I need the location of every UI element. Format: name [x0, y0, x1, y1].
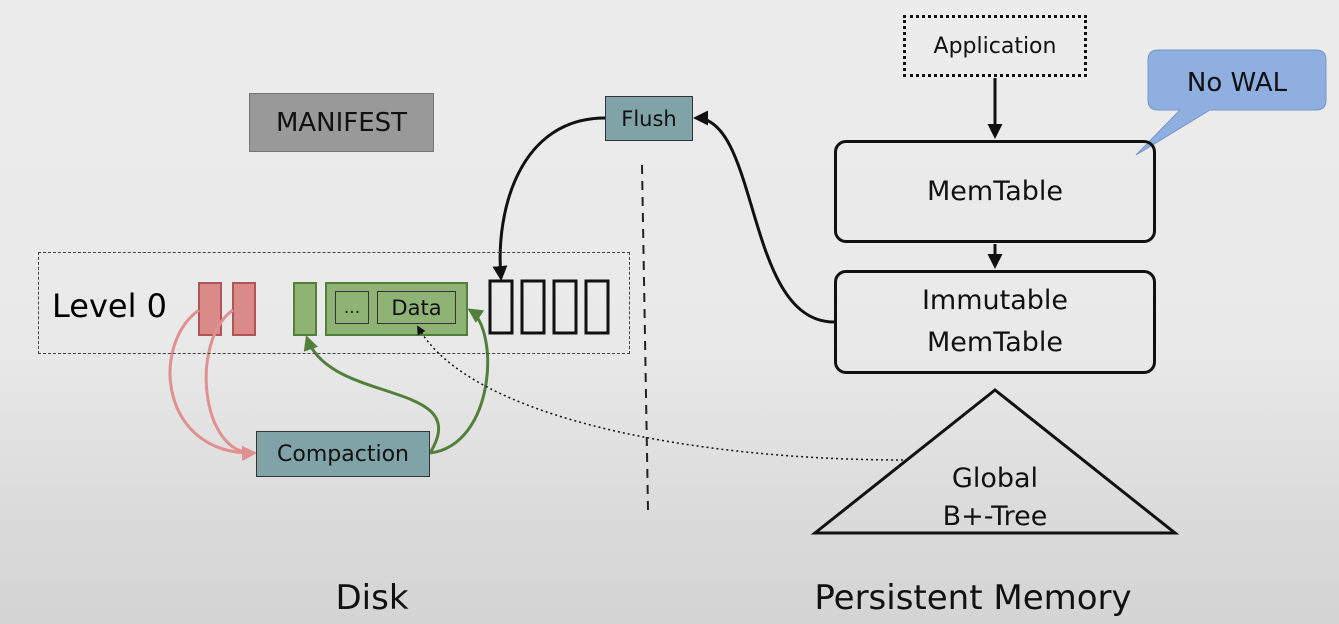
flushed-file-3	[552, 279, 578, 335]
red-file-1	[198, 282, 222, 336]
section-divider	[641, 164, 649, 511]
arrow-compaction-to-green-file	[303, 335, 440, 454]
red-file-2	[232, 282, 256, 336]
level0-region	[38, 252, 630, 354]
flushed-file-2	[520, 279, 546, 335]
btree-line2: B+-Tree	[942, 501, 1048, 532]
flushed-file-1	[488, 279, 514, 335]
memtable-box: MemTable	[834, 140, 1156, 243]
immutable-memtable-line2: MemTable	[926, 327, 1064, 358]
compaction-box: Compaction	[256, 431, 430, 477]
immutable-memtable-box: Immutable MemTable	[834, 270, 1156, 374]
btree-triangle	[810, 388, 1180, 535]
manifest-box: MANIFEST	[249, 93, 434, 152]
sstable-data-cell: Data	[377, 291, 456, 324]
flushed-file-4	[584, 279, 610, 335]
arrow-red1-to-compaction	[168, 308, 257, 461]
application-box: Application	[903, 15, 1087, 77]
no-wal-callout-label: No WAL	[1186, 68, 1288, 98]
green-file	[293, 282, 317, 336]
sstable-ellipsis-cell: ...	[335, 291, 369, 324]
arrow-immutable-to-flush	[693, 110, 835, 324]
level0-label: Level 0	[52, 287, 167, 325]
persistent-memory-section-label: Persistent Memory	[814, 578, 1132, 618]
arrow-compaction-to-sstable	[429, 308, 490, 455]
btree-line1: Global	[951, 463, 1039, 494]
no-wal-callout-shape	[1135, 49, 1327, 156]
arrow-red2-to-compaction	[204, 308, 257, 461]
arrow-btree-to-data	[417, 325, 904, 461]
flush-box: Flush	[605, 96, 693, 141]
btree-label: Global B+-Tree	[915, 458, 1075, 538]
arrow-flush-to-level0	[492, 116, 606, 281]
disk-section-label: Disk	[335, 578, 409, 618]
immutable-memtable-line1: Immutable	[921, 285, 1069, 316]
